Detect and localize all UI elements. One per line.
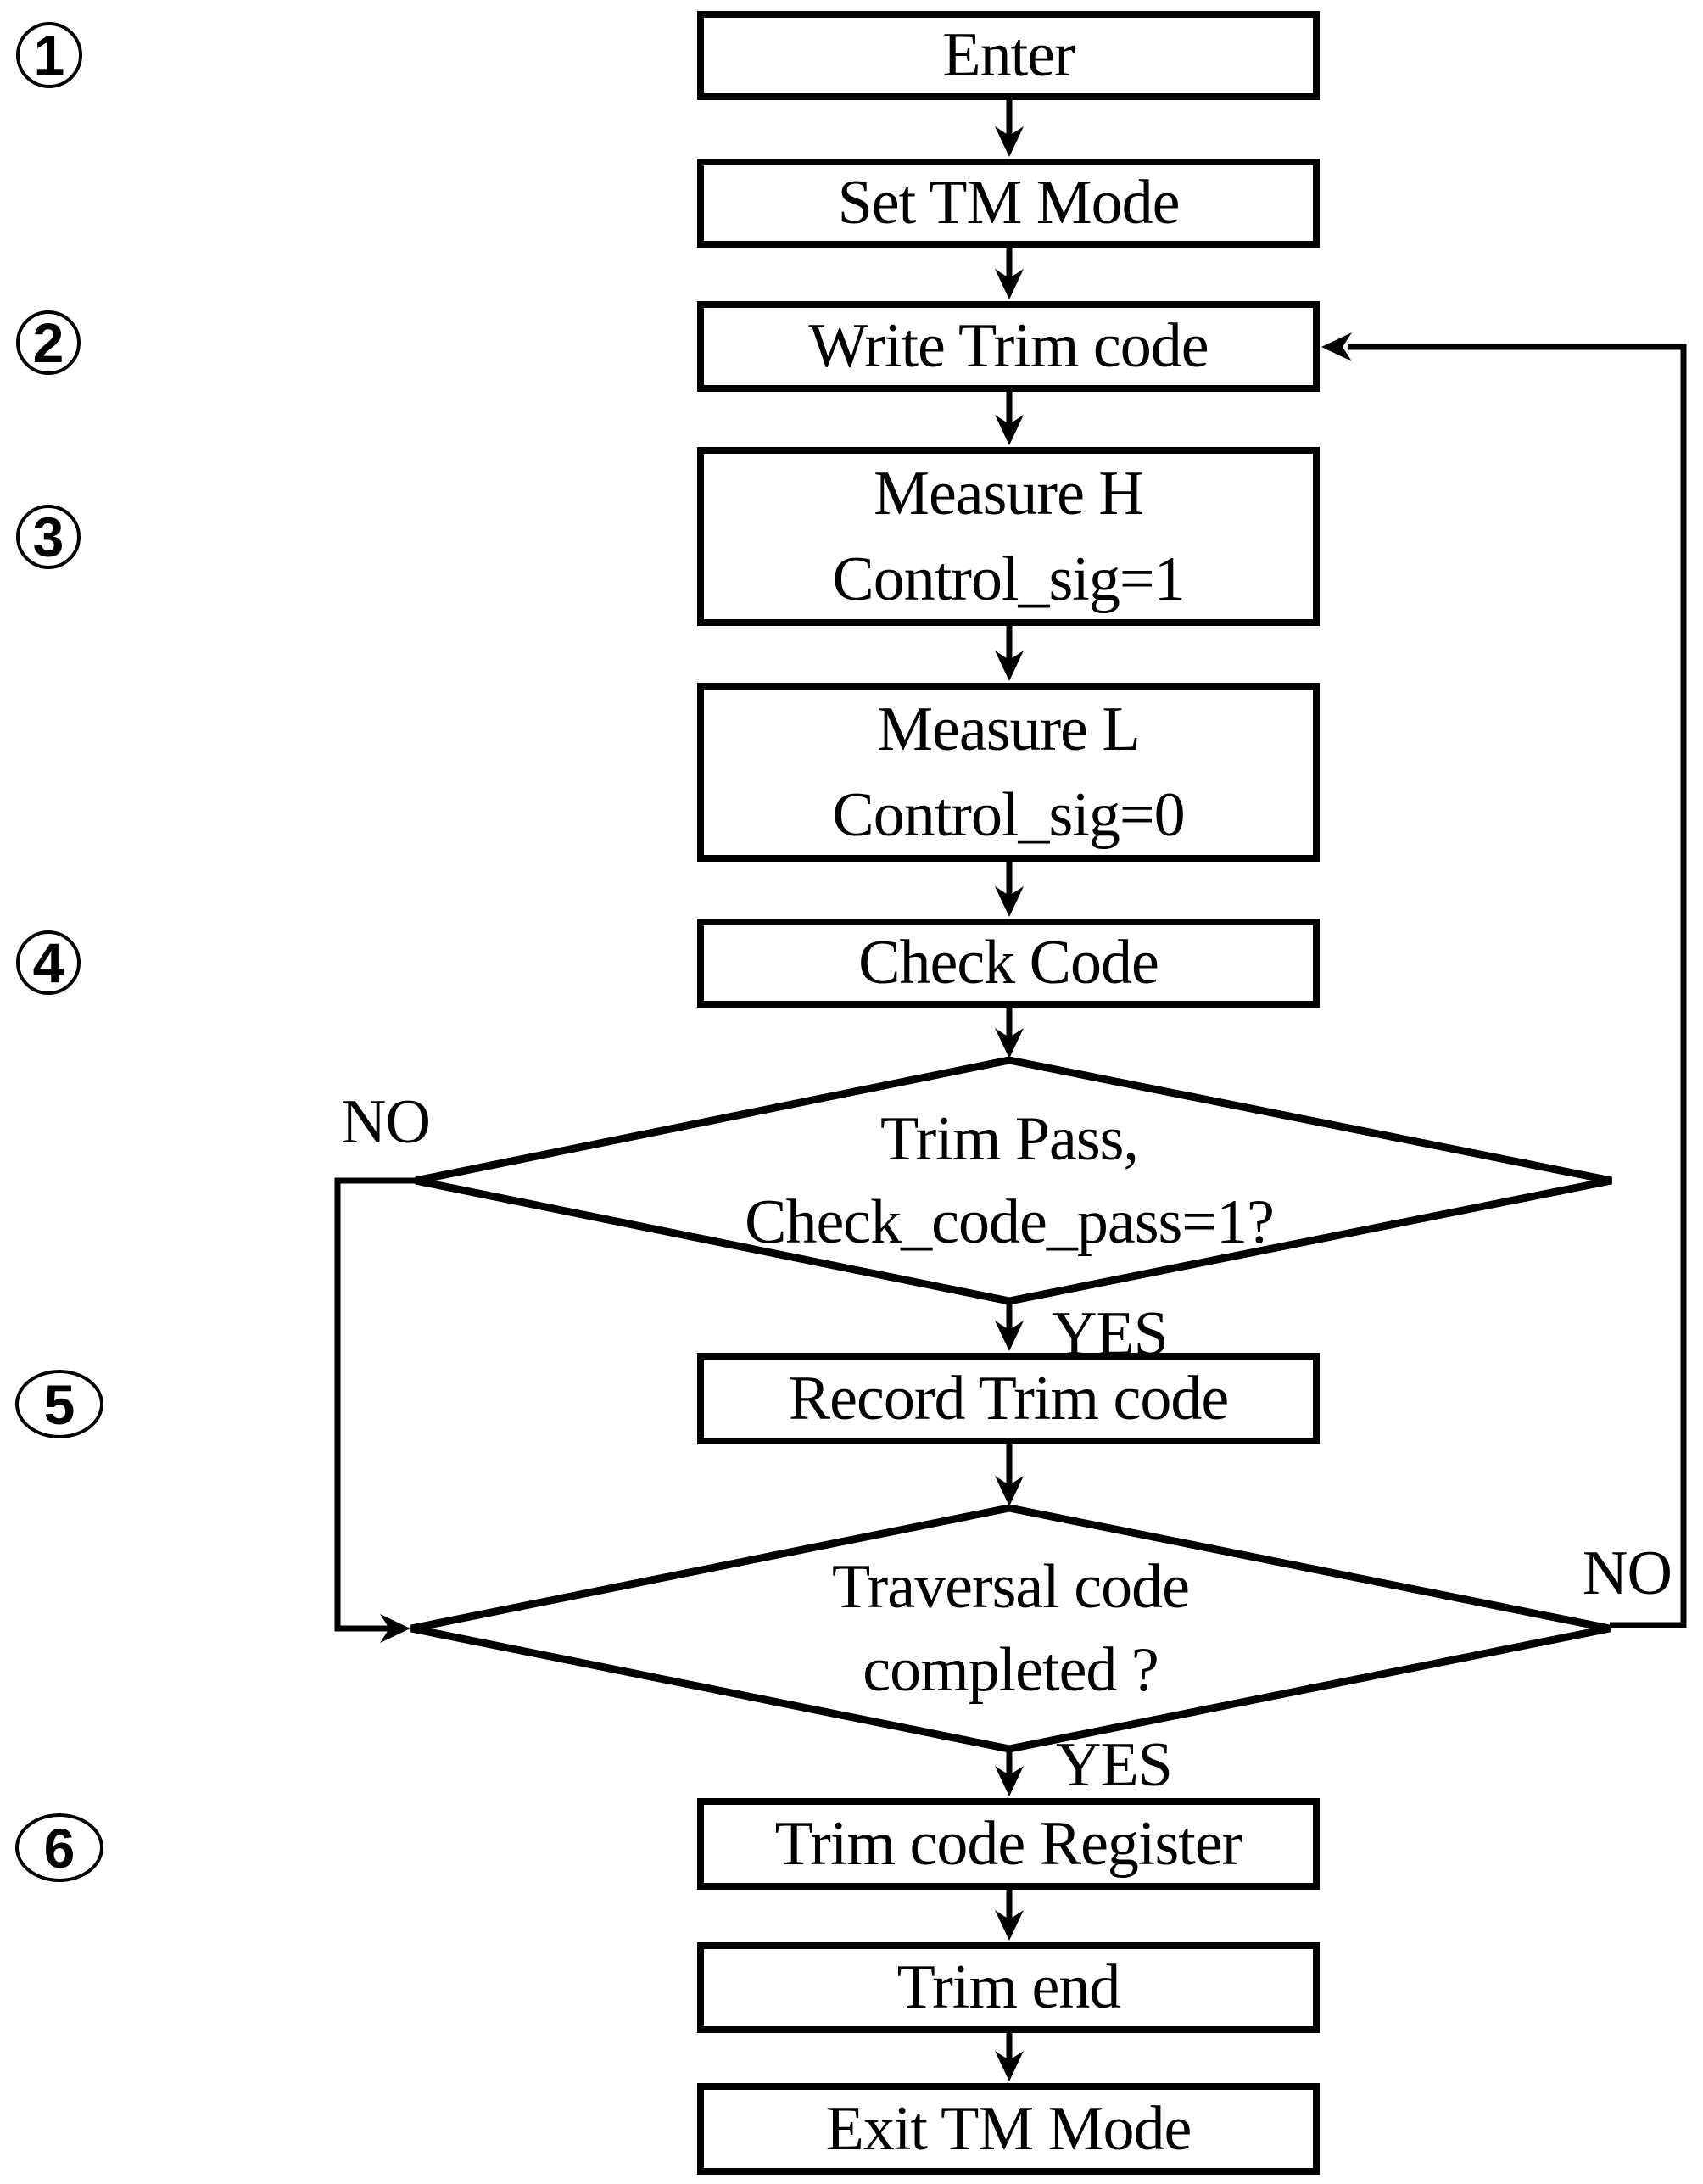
- arrowhead-to-measureh: [995, 415, 1024, 445]
- node-label-line2: Control_sig=0: [832, 779, 1185, 850]
- node-measure-h: Measure H Control_sig=1: [697, 447, 1320, 626]
- no-loop-right-path: [1348, 344, 1687, 1628]
- node-trim-end: Trim end: [697, 1942, 1320, 2033]
- node-label: Record Trim code: [788, 1363, 1229, 1433]
- arrowhead-to-set: [995, 126, 1024, 157]
- arrowhead-to-measurel: [995, 651, 1024, 681]
- step-number: 2: [32, 311, 64, 374]
- edge-label-yes-trim-pass: YES: [1052, 1299, 1169, 1369]
- node-check-code: Check Code: [697, 919, 1320, 1008]
- arrowhead-into-decision2-left: [380, 1614, 410, 1643]
- arrowhead-to-exit: [995, 2051, 1024, 2081]
- edge-label-no-trim-pass: NO: [341, 1087, 431, 1157]
- step-marker-5: 5: [15, 1370, 103, 1438]
- decision-trim-pass-label: Trim Pass, Check_code_pass=1?: [416, 1062, 1603, 1299]
- node-label-line1: Measure L: [877, 694, 1140, 764]
- node-record-trim-code: Record Trim code: [697, 1353, 1320, 1444]
- node-exit-tm-mode: Exit TM Mode: [697, 2083, 1320, 2175]
- node-label: Check Code: [858, 928, 1159, 997]
- arrowhead-to-check: [995, 886, 1024, 917]
- arrowhead-to-trimend: [995, 1910, 1024, 1941]
- edge-label-no-traversal: NO: [1583, 1539, 1672, 1608]
- arrowhead-to-record: [995, 1321, 1024, 1351]
- step-marker-1: 1: [16, 22, 82, 88]
- decision-label-line1: Trim Pass,: [880, 1104, 1139, 1174]
- node-label: Exit TM Mode: [825, 2093, 1192, 2164]
- arrowhead-to-register: [995, 1766, 1024, 1796]
- node-measure-l: Measure L Control_sig=0: [697, 683, 1320, 862]
- step-number: 3: [32, 506, 64, 568]
- arrowhead-to-decision1: [995, 1028, 1024, 1058]
- decision-label-line2: completed ?: [863, 1635, 1159, 1705]
- decision-label-line2: Check_code_pass=1?: [745, 1187, 1275, 1257]
- step-marker-2: 2: [16, 310, 81, 375]
- step-marker-3: 3: [16, 505, 81, 569]
- node-label: Set TM Mode: [837, 168, 1181, 237]
- node-label: Write Trim code: [808, 311, 1209, 381]
- decision-label-line1: Traversal code: [832, 1552, 1190, 1622]
- node-label: Trim code Register: [774, 1808, 1243, 1879]
- decision-traversal-label: Traversal code completed ?: [411, 1510, 1610, 1747]
- node-label-line1: Measure H: [874, 458, 1144, 528]
- step-number: 6: [43, 1816, 75, 1880]
- node-label: Enter: [942, 20, 1075, 90]
- node-trim-code-register: Trim code Register: [697, 1798, 1320, 1890]
- node-label: Trim end: [896, 1952, 1121, 2022]
- step-number: 4: [32, 931, 64, 994]
- step-marker-6: 6: [15, 1813, 103, 1882]
- step-number: 1: [33, 24, 65, 87]
- arrowhead-to-write: [995, 269, 1024, 299]
- node-enter: Enter: [697, 11, 1320, 100]
- node-set-tm-mode: Set TM Mode: [697, 159, 1320, 248]
- arrowhead-into-write-trim-code: [1321, 332, 1352, 361]
- step-number: 5: [43, 1372, 75, 1436]
- node-label-line2: Control_sig=1: [832, 544, 1185, 614]
- arrowhead-to-decision2: [995, 1476, 1024, 1506]
- flow-arrow-heads: [995, 126, 1024, 2081]
- node-write-trim-code: Write Trim code: [697, 301, 1320, 392]
- no-loop-left-path: [334, 1177, 416, 1632]
- edge-label-yes-traversal: YES: [1056, 1730, 1173, 1800]
- step-marker-4: 4: [16, 930, 81, 995]
